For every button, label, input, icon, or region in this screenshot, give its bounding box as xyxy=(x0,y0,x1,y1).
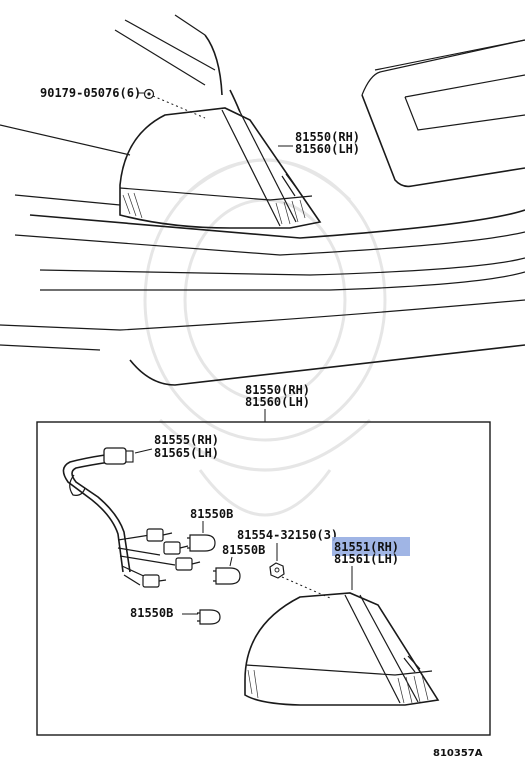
label-nut[interactable]: 81554-32150(3) xyxy=(237,528,338,542)
label-socket-wire-rh[interactable]: 81555(RH) xyxy=(154,433,219,447)
rear-lamp-lens[interactable] xyxy=(244,592,440,706)
callout-bulb-bottom[interactable]: 81550B xyxy=(130,606,198,620)
nut-part[interactable] xyxy=(269,562,331,599)
callout-nut[interactable]: 81554-32150(3) xyxy=(237,528,338,561)
lens-highlight xyxy=(332,537,410,556)
label-box-assembly-lh[interactable]: 81560(LH) xyxy=(245,395,310,409)
label-lens-rh[interactable]: 81551(RH) xyxy=(334,540,399,554)
callout-bulb-top[interactable]: 81550B xyxy=(190,507,233,533)
callout-lens[interactable]: 81551(RH) 81561(LH) xyxy=(332,537,410,590)
socket-and-wire-harness[interactable] xyxy=(62,447,201,588)
callout-box-assembly[interactable]: 81550(RH) 81560(LH) xyxy=(245,383,310,422)
exploded-view-frame xyxy=(36,421,491,736)
callout-clip[interactable]: 90179-05076(6) xyxy=(40,86,206,119)
bulb-bottom[interactable] xyxy=(197,609,221,625)
label-box-assembly-rh[interactable]: 81550(RH) xyxy=(245,383,310,397)
label-bulb-mid[interactable]: 81550B xyxy=(222,543,265,557)
label-upper-assembly-lh[interactable]: 81560(LH) xyxy=(295,142,360,156)
bulb-mid[interactable] xyxy=(213,567,241,585)
vehicle-rear-body xyxy=(0,14,525,386)
callout-bulb-mid[interactable]: 81550B xyxy=(222,543,265,567)
label-upper-assembly-rh[interactable]: 81550(RH) xyxy=(295,130,360,144)
watermark-emblem xyxy=(143,158,387,517)
diagram-id: 810357A xyxy=(433,748,483,759)
label-clip-part[interactable]: 90179-05076(6) xyxy=(40,86,141,100)
rear-combination-lamp-upper[interactable] xyxy=(119,107,322,229)
label-bulb-top[interactable]: 81550B xyxy=(190,507,233,521)
callout-socket-wire[interactable]: 81555(RH) 81565(LH) xyxy=(134,433,219,460)
bulb-top[interactable] xyxy=(187,534,216,552)
callout-upper-assembly[interactable]: 81550(RH) 81560(LH) xyxy=(278,130,360,156)
label-bulb-bottom[interactable]: 81550B xyxy=(130,606,173,620)
label-socket-wire-lh[interactable]: 81565(LH) xyxy=(154,446,219,460)
label-lens-lh[interactable]: 81561(LH) xyxy=(334,552,399,566)
